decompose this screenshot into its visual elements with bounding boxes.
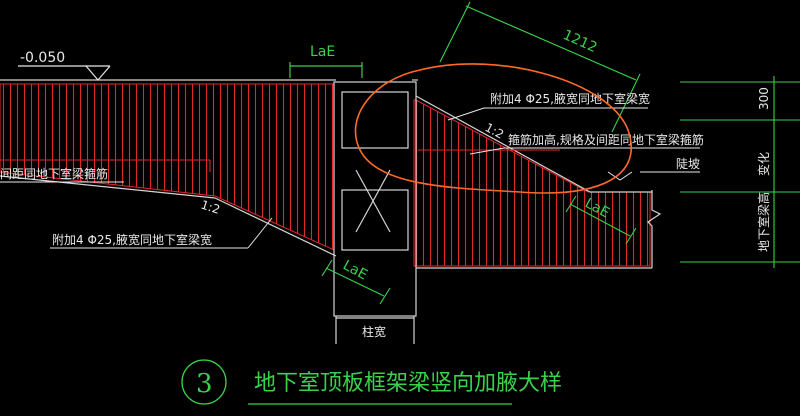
lae-top-text: LaE <box>310 44 335 60</box>
column <box>333 81 417 344</box>
right-beam-haunch <box>413 99 651 267</box>
dim-beam-height-text: 地下室梁高 <box>756 192 771 252</box>
lae-top-dimension <box>289 62 363 78</box>
leader-lines <box>0 107 700 249</box>
lae-right-dimension <box>565 195 637 245</box>
elevation-text: -0.050 <box>20 50 65 66</box>
lae-bottom-dimension <box>321 259 391 305</box>
note-haunch-right: 附加4 Φ25,腋宽同地下室梁宽 <box>490 91 650 106</box>
stirrup-lines <box>0 149 560 172</box>
left-beam-haunch <box>0 83 335 251</box>
title-number-circle <box>181 359 227 405</box>
concrete-outline <box>0 79 652 269</box>
column-width-text: 柱宽 <box>362 324 386 339</box>
note-stirrup-left: 间距同地下室梁箍筋 <box>0 166 108 181</box>
right-vertical-dimensions <box>680 76 800 268</box>
title-number: 3 <box>196 369 213 399</box>
dim-change-text: 变化 <box>756 152 771 176</box>
elevation-marker <box>18 65 111 81</box>
revision-cloud <box>354 63 633 194</box>
dim-300-text: 300 <box>757 87 771 110</box>
note-stirrup-right: 箍筋加高,规格及间距同地下室梁箍筋 <box>508 132 704 147</box>
slope-lower-text: 1:2 <box>199 198 222 217</box>
title-text: 地下室顶板框架梁竖向加腋大样 <box>254 371 562 396</box>
dim-1212 <box>439 1 641 133</box>
lae-bottom-text: LaE <box>340 257 370 283</box>
note-haunch-left: 附加4 Φ25,腋宽同地下室梁宽 <box>52 232 212 247</box>
break-lines <box>647 190 662 268</box>
note-slope: 陡坡 <box>676 157 700 171</box>
dim-1212-text: 1212 <box>560 27 599 56</box>
